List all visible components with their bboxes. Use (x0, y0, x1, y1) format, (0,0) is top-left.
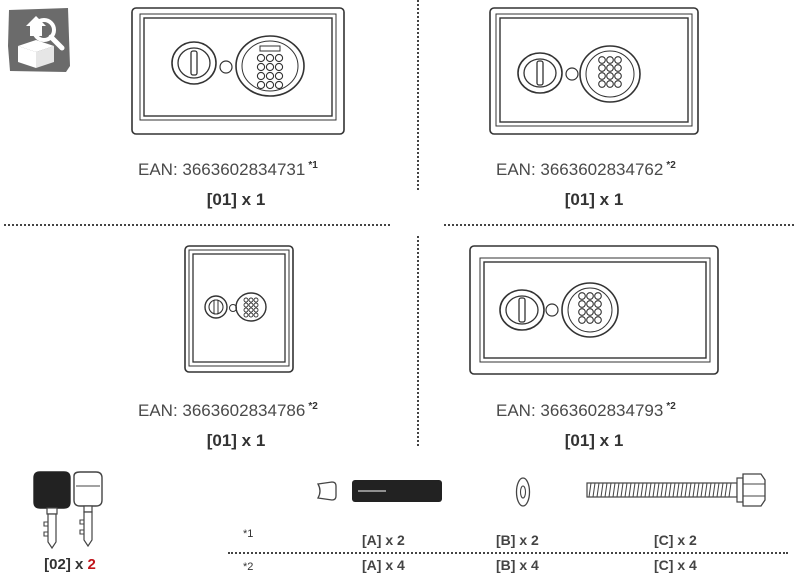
part-a-quantity-2: [A] x 4 (362, 557, 405, 573)
part-c-quantity-1: [C] x 2 (654, 532, 697, 548)
horizontal-divider-right (444, 224, 794, 226)
quantity-label-3: [01] x 1 (206, 431, 266, 450)
ean-number: EAN: 3663602834762 (496, 160, 664, 179)
footnote-mark: *1 (308, 160, 318, 172)
box-search-icon (8, 8, 70, 72)
part-b-quantity-2: [B] x 4 (496, 557, 539, 573)
quantity-label-1: [01] x 1 (206, 190, 266, 209)
safe-illustration-4 (469, 245, 719, 375)
safe-illustration-3 (184, 245, 294, 373)
ean-label-3: EAN: 3663602834786*2 (138, 401, 318, 421)
keys-quantity-count: 2 (87, 556, 96, 573)
wall-plug-and-anchor-icon (316, 480, 442, 502)
footnote-mark: *2 (666, 401, 676, 413)
quantity-label-2: [01] x 1 (564, 190, 624, 209)
footnote-mark: *2 (308, 401, 318, 413)
quantity-label-4: [01] x 1 (564, 431, 624, 450)
washer-icon (515, 477, 531, 507)
part-b-quantity-1: [B] x 2 (496, 532, 539, 548)
footnote-mark: *2 (666, 160, 676, 172)
ean-number: EAN: 3663602834731 (138, 160, 306, 179)
footnote-mark-1: *1 (243, 528, 254, 540)
footnote-divider (228, 552, 788, 554)
keys-icon (33, 471, 103, 550)
vertical-divider-top (417, 0, 419, 190)
bolt-icon (586, 473, 766, 507)
safe-illustration-2 (489, 7, 699, 135)
logo (6, 6, 72, 74)
part-a-quantity-1: [A] x 2 (362, 532, 405, 548)
safe-illustration-1 (131, 7, 345, 135)
part-c-quantity-2: [C] x 4 (654, 557, 697, 573)
ean-label-2: EAN: 3663602834762*2 (496, 160, 676, 180)
horizontal-divider-left (4, 224, 390, 226)
ean-label-1: EAN: 3663602834731*1 (138, 160, 318, 180)
footnote-mark-2: *2 (243, 561, 254, 573)
keys-quantity-prefix: [02] x (44, 556, 88, 573)
ean-label-4: EAN: 3663602834793*2 (496, 401, 676, 421)
ean-number: EAN: 3663602834793 (496, 401, 664, 420)
vertical-divider-bottom (417, 236, 419, 446)
ean-number: EAN: 3663602834786 (138, 401, 306, 420)
keys-quantity-label: [02] x 2 (30, 556, 110, 573)
